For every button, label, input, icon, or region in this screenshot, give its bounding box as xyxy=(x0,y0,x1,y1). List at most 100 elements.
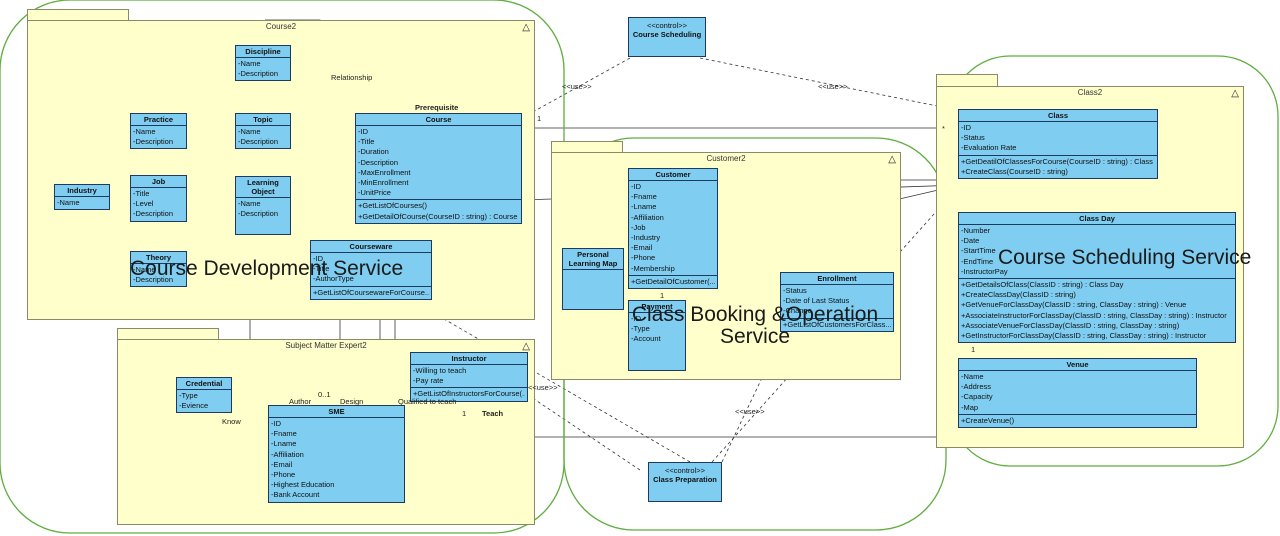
class-name: Venue xyxy=(959,359,1196,371)
class-customer[interactable]: Customer -ID -Fname -Lname -Affiliation … xyxy=(628,168,718,290)
attribute: -Fname xyxy=(631,192,657,202)
attribute: -Status xyxy=(961,133,985,143)
class-name: Topic xyxy=(236,114,290,126)
operation: +GetDetailOfCustomer(... xyxy=(631,276,715,286)
class-discipline[interactable]: Discipline -Name -Description xyxy=(235,45,291,82)
attribute: -Title xyxy=(313,264,330,274)
package-tab-customer2 xyxy=(551,141,623,153)
label-prerequisite: Prerequisite xyxy=(415,103,459,112)
attribute: -Pay rate xyxy=(413,376,444,386)
class-industry[interactable]: Industry -Name xyxy=(54,184,110,211)
operation: +AssociateVenueForClassDay(ClassID : str… xyxy=(961,320,1180,330)
label-teach: Teach xyxy=(482,409,504,418)
control-course-scheduling[interactable]: <<control>> Course Scheduling xyxy=(628,17,706,57)
class-practice[interactable]: Practice -Name -Description xyxy=(130,113,187,150)
class-venue[interactable]: Venue -Name -Address -Capacity -Map +Cre… xyxy=(958,358,1197,429)
attribute: -Lname xyxy=(271,439,297,449)
package-triangle-icon: △ xyxy=(522,341,530,352)
label-multiplicity-star: * xyxy=(942,124,945,133)
label-know: Know xyxy=(222,417,241,426)
operation: +GetDetailOfCourse(CourseID : string) : … xyxy=(358,211,518,221)
class-name: Credential xyxy=(177,378,231,390)
attribute: -Description xyxy=(133,137,174,147)
label-multiplicity-payment: 1 xyxy=(660,291,665,300)
attribute: -Job xyxy=(631,222,646,232)
attribute: -Title xyxy=(358,137,375,147)
control-class-preparation[interactable]: <<control>> Class Preparation xyxy=(648,462,722,502)
package-tab-sme2 xyxy=(117,328,219,340)
attribute: -Affiliation xyxy=(631,212,664,222)
label-zero-one: 0..1 xyxy=(318,390,331,399)
class-name-line: Learning xyxy=(247,178,279,187)
service-label-class-booking: Class Booking &Operation Service xyxy=(610,304,900,348)
class-instructor[interactable]: Instructor -Willing to teach -Pay rate +… xyxy=(410,352,528,402)
operation: +CreateClassDay(ClassID : string) xyxy=(961,290,1076,300)
attribute: -Name xyxy=(57,198,80,207)
attribute: -Description xyxy=(238,69,279,79)
class-theory[interactable]: Theory -Name -Description xyxy=(130,251,187,288)
service-label-line: Service xyxy=(719,325,791,348)
attribute: -Description xyxy=(133,209,174,219)
class-name: Discipline xyxy=(236,46,290,58)
label-relationship: Relationship xyxy=(331,73,373,82)
attribute: -Willing to teach xyxy=(413,366,467,375)
attribute: -ID xyxy=(358,127,368,136)
class-job[interactable]: Job -Title -Level -Description xyxy=(130,175,187,222)
attribute: -Name xyxy=(133,265,156,274)
label-author: Author xyxy=(289,397,312,406)
class-name: Courseware xyxy=(311,241,431,253)
attribute: -ID xyxy=(631,182,641,191)
class-courseware[interactable]: Courseware -ID -Title -AuthorType +GetLi… xyxy=(310,240,432,300)
package-tab-course2 xyxy=(27,9,129,21)
class-learning-object[interactable]: Learning Object -Name -Description xyxy=(235,176,291,235)
class-name: Personal Learning Map xyxy=(563,249,623,270)
attribute: -Email xyxy=(631,243,653,253)
package-name: Customer2 xyxy=(706,154,746,163)
class-payment[interactable]: Payment -ID -Type -Account xyxy=(628,300,686,371)
class-name: Learning Object xyxy=(236,177,290,198)
class-name: Enrollment xyxy=(781,273,893,285)
class-topic[interactable]: Topic -Name -Description xyxy=(235,113,291,150)
class-enrollment[interactable]: Enrollment -Status -Date of Last Status … xyxy=(780,272,894,332)
class-credential[interactable]: Credential -Type -Evience xyxy=(176,377,232,414)
class-name: Instructor xyxy=(411,353,527,365)
attribute: -Name xyxy=(238,127,261,136)
attribute: -ID xyxy=(271,419,281,428)
attribute: -Email xyxy=(271,459,293,469)
class-class[interactable]: Class -ID -Status -Evaluation Rate +GetD… xyxy=(958,109,1158,180)
operation: +CreateClass(CourseID : string) xyxy=(961,166,1068,176)
operation: +CreateVenue() xyxy=(961,415,1015,425)
class-course[interactable]: Course -ID -Title -Duration -Description… xyxy=(355,113,522,224)
attribute: -Highest Education xyxy=(271,480,335,490)
label-use-2: <<use>> xyxy=(818,82,848,91)
dependency-scheduling-course xyxy=(521,57,631,119)
attribute: -InstructorPay xyxy=(961,266,1008,276)
label-multiplicity-teach: 1 xyxy=(462,409,467,418)
attribute: -Fname xyxy=(271,429,297,439)
package-triangle-icon: △ xyxy=(522,22,530,33)
class-name: <<control>> Course Scheduling xyxy=(629,18,705,40)
class-name-line: Learning Map xyxy=(568,259,618,268)
attribute: -Description xyxy=(133,275,174,285)
attribute: -Membership xyxy=(631,263,675,273)
operation: +GetDetailsOfClass(ClassID : string) : C… xyxy=(961,280,1124,290)
attribute: -EndTime xyxy=(961,256,994,266)
dependency-prep-enrollment xyxy=(721,339,781,463)
class-class-day[interactable]: Class Day -Number -Date -StartTime -EndT… xyxy=(958,212,1236,344)
class-personal-learning-map[interactable]: Personal Learning Map xyxy=(562,248,624,310)
dependency-prep-courseware xyxy=(431,311,691,463)
class-sme[interactable]: SME -ID -Fname -Lname -Affiliation -Emai… xyxy=(268,405,405,503)
package-name: Subject Matter Expert2 xyxy=(285,341,367,350)
stereotype: <<control>> xyxy=(646,21,688,30)
control-name: Course Scheduling xyxy=(632,30,702,39)
attribute: -Affiliation xyxy=(271,449,304,459)
label-use-3: <<use>> xyxy=(528,383,558,392)
operation: +GetDeatilOfClassesForCourse(CourseID : … xyxy=(961,156,1153,166)
attribute: -Phone xyxy=(271,470,296,480)
class-name: Class xyxy=(959,110,1157,122)
class-name: Payment xyxy=(629,301,685,313)
attribute: -Lname xyxy=(631,202,657,212)
attribute: -Name xyxy=(961,372,984,381)
attribute: -Name xyxy=(238,59,261,68)
